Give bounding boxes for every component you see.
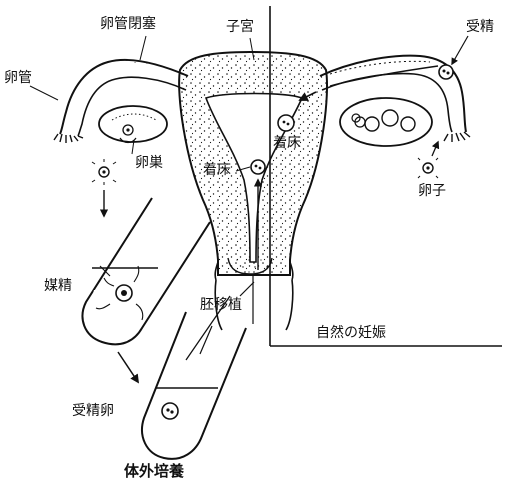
label-embryo-transfer: 胚移植 [200,298,242,312]
label-implantation-left: 着床 [203,163,231,177]
implanted-embryo-right [278,115,294,131]
transfer-pointer [240,282,254,296]
label-tube-occlusion: 卵管閉塞 [100,17,156,31]
fertilized-egg-in-tube [439,65,453,79]
label-ivf: 体外培養 [124,464,184,479]
label-fertilized-egg: 受精卵 [72,404,114,418]
fertilized-egg-tube-2 [162,403,178,419]
label-insemination: 媒精 [44,279,72,293]
label-uterus: 子宮 [226,20,254,34]
label-egg: 卵子 [418,184,446,198]
test-tube-fertilized [142,312,246,459]
implanted-embryo-cavity [251,160,265,174]
label-fallopian-tube: 卵管 [4,71,32,85]
right-fimbriae [444,132,470,142]
label-implantation-right: 着床 [273,136,301,150]
left-ovary [99,106,167,142]
label-fertilization: 受精 [466,20,494,34]
label-ovary: 卵巣 [135,156,163,170]
label-natural-pregnancy: 自然の妊娠 [316,326,386,340]
